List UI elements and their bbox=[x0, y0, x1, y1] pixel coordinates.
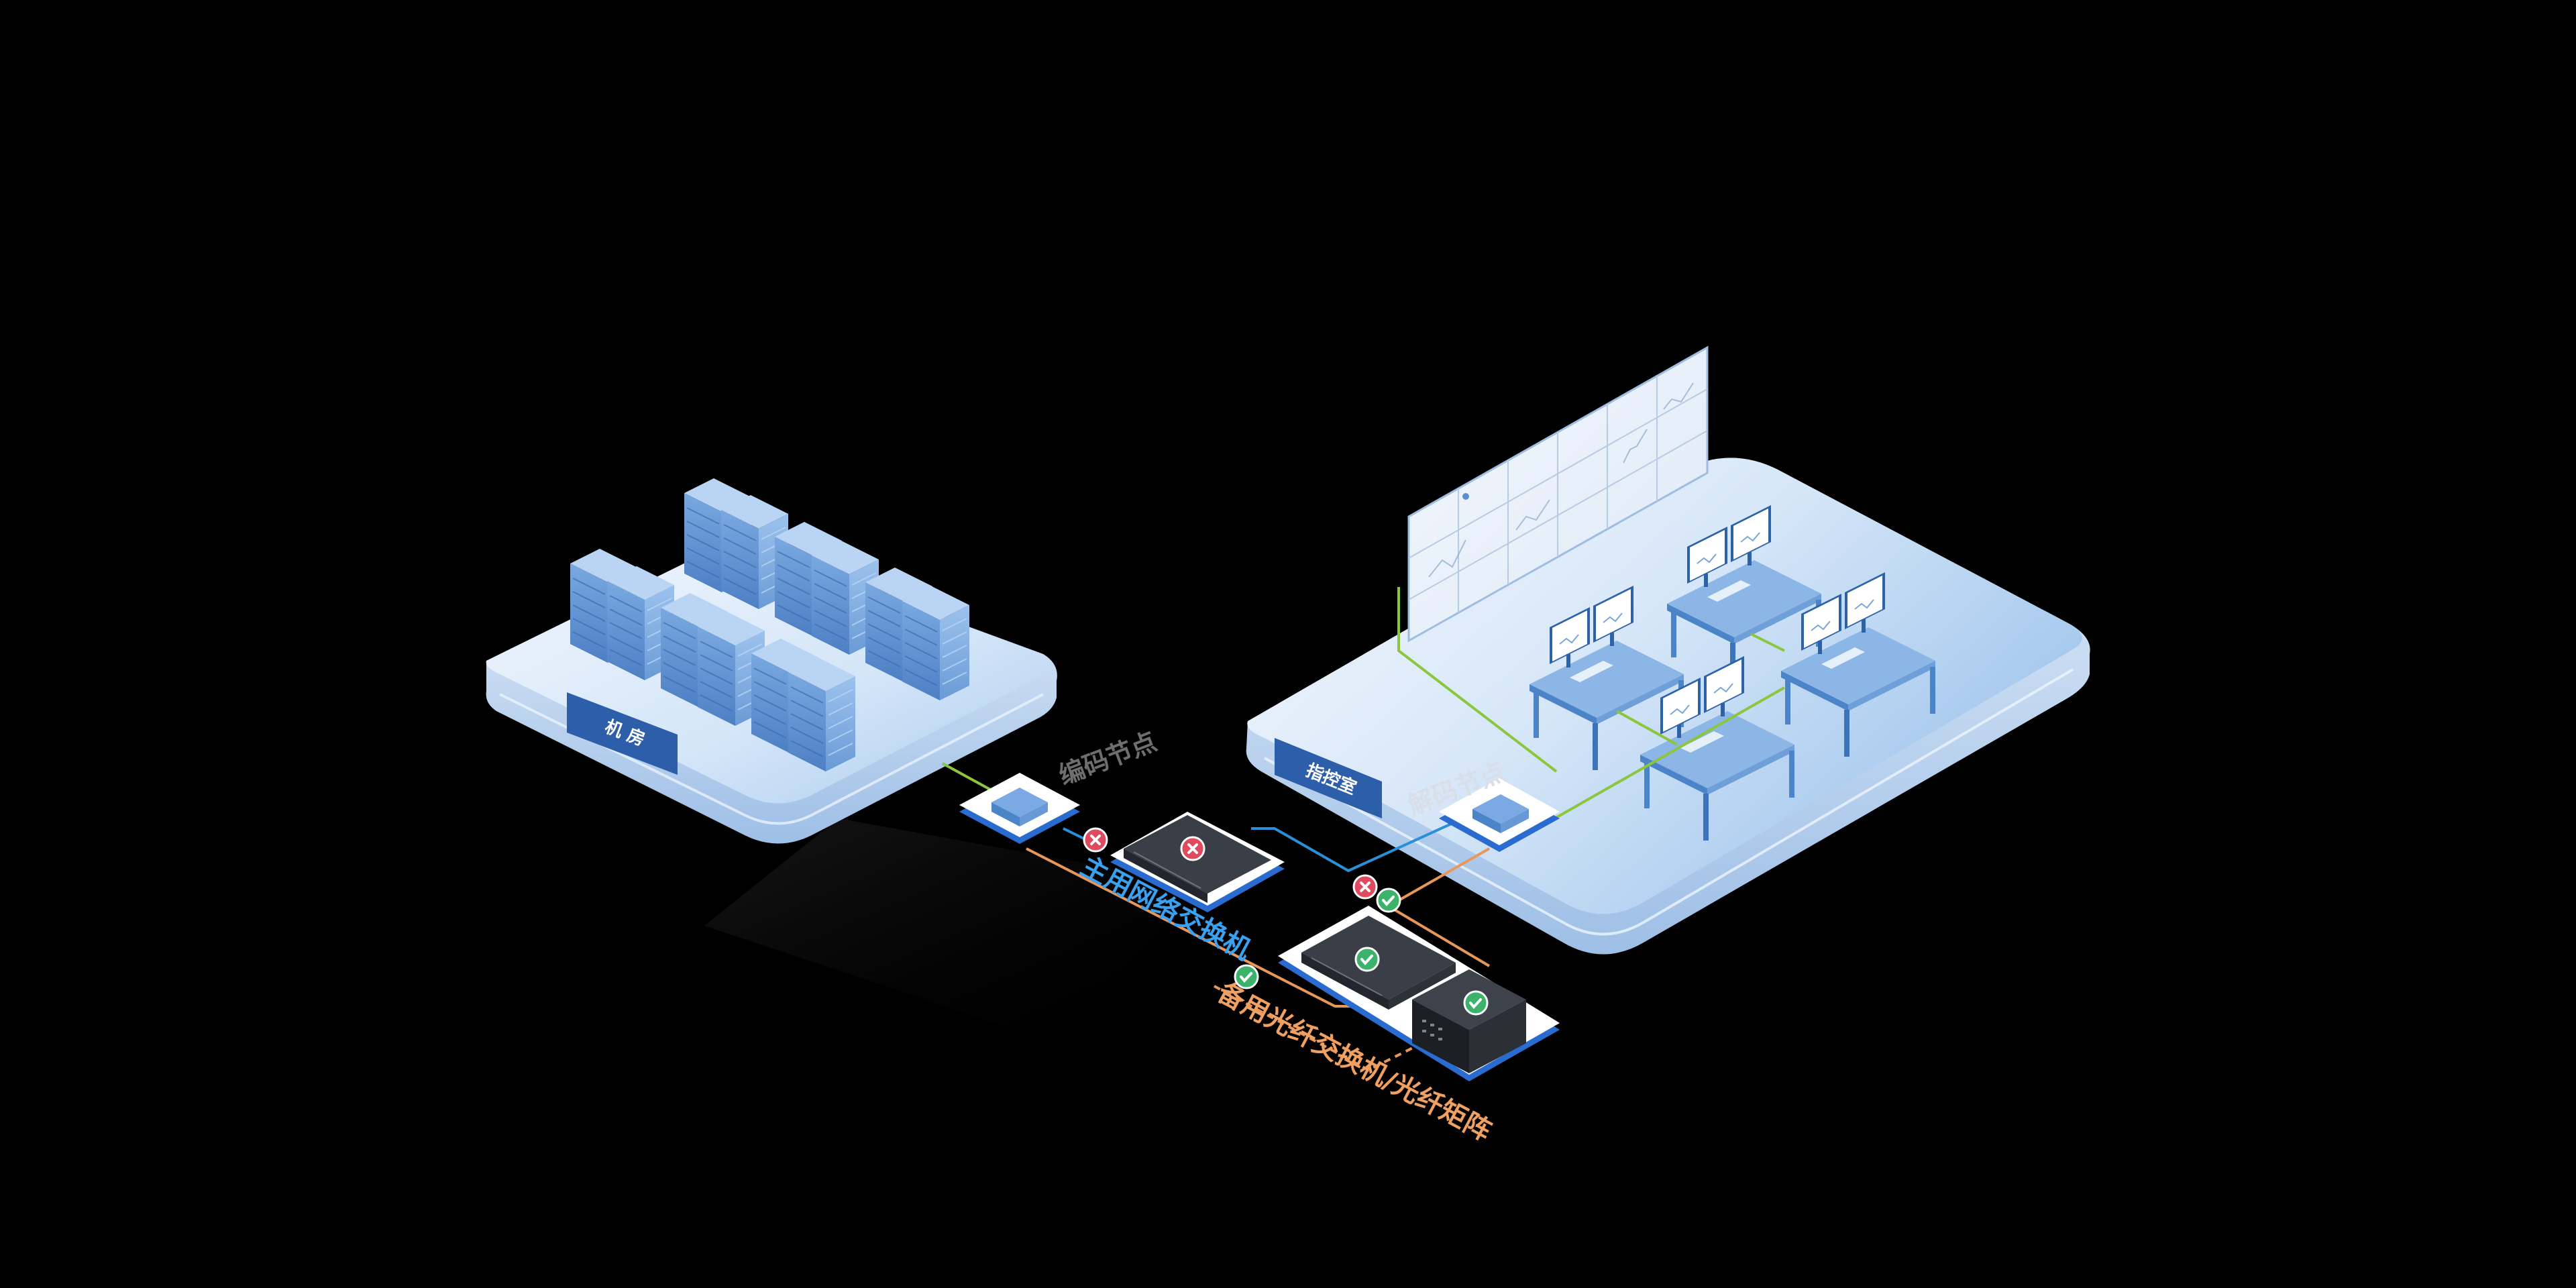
encode-node-label: 编码节点 bbox=[1055, 727, 1161, 791]
encode-node bbox=[959, 773, 1080, 844]
encode-link-cross-icon bbox=[1083, 827, 1108, 853]
backup-link-check-icon bbox=[1234, 964, 1259, 989]
server-rack-icon bbox=[788, 657, 856, 772]
switch-icon bbox=[1133, 851, 1201, 889]
decode-link-check-icon bbox=[1376, 888, 1401, 913]
main-switch-status-cross-icon bbox=[1180, 836, 1205, 861]
decode-link-cross-icon bbox=[1352, 874, 1378, 900]
matrix-icon bbox=[1422, 1020, 1442, 1040]
machine-room-plaque: 机 房 bbox=[567, 692, 678, 775]
switch-icon bbox=[1311, 957, 1383, 996]
server-rack-icon bbox=[902, 586, 970, 701]
matrix-status-check-icon bbox=[1463, 990, 1489, 1016]
decode-node bbox=[1439, 778, 1560, 852]
green-links bbox=[942, 587, 1785, 826]
backup-switch-status-check-icon bbox=[1354, 947, 1380, 972]
video-wall-icon bbox=[1407, 345, 1709, 643]
orange-dashed-link bbox=[1214, 985, 1416, 1072]
